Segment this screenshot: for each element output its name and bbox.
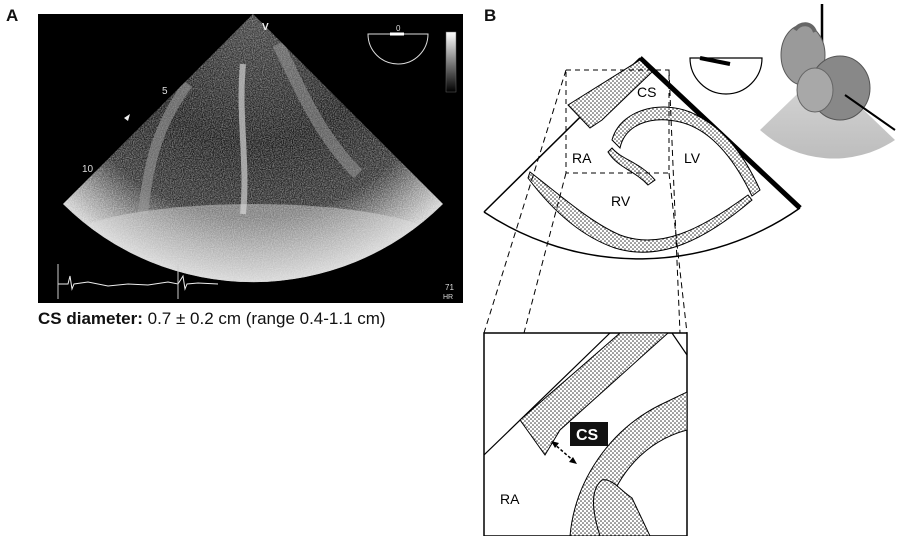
echo-sector-graphic: 5 10 V 0 71 HR	[38, 14, 463, 303]
angle-indicator	[368, 34, 428, 64]
focus-marker	[124, 114, 130, 121]
depth-label-5: 5	[162, 86, 168, 97]
panel-a-letter: A	[6, 6, 18, 26]
panel-b-schematic: CS RA LV RV	[478, 0, 900, 541]
label-rv: RV	[611, 193, 631, 209]
septum	[608, 148, 655, 185]
rv-wall	[528, 172, 752, 252]
schematic-graphic: CS RA LV RV	[478, 0, 900, 536]
label-cs-zoom: CS	[576, 427, 599, 444]
grayscale-bar	[446, 32, 456, 92]
caption-label: CS diameter:	[38, 309, 143, 328]
heart-rate-unit: HR	[443, 294, 453, 301]
caption-value: 0.7 ± 0.2 cm (range 0.4-1.1 cm)	[148, 309, 386, 328]
heart-rate-value: 71	[445, 283, 454, 292]
echocardiogram-image: 5 10 V 0 71 HR	[38, 14, 463, 303]
cs-diameter-caption: CS diameter: 0.7 ± 0.2 cm (range 0.4-1.1…	[38, 309, 386, 329]
depth-label-10: 10	[82, 164, 94, 175]
label-cs: CS	[637, 84, 656, 100]
probe-marker-v: V	[262, 22, 269, 33]
label-ra-zoom: RA	[500, 491, 520, 507]
angle-value: 0	[396, 24, 401, 33]
label-lv: LV	[684, 150, 701, 166]
ecg-trace	[58, 276, 218, 289]
label-ra: RA	[572, 150, 592, 166]
